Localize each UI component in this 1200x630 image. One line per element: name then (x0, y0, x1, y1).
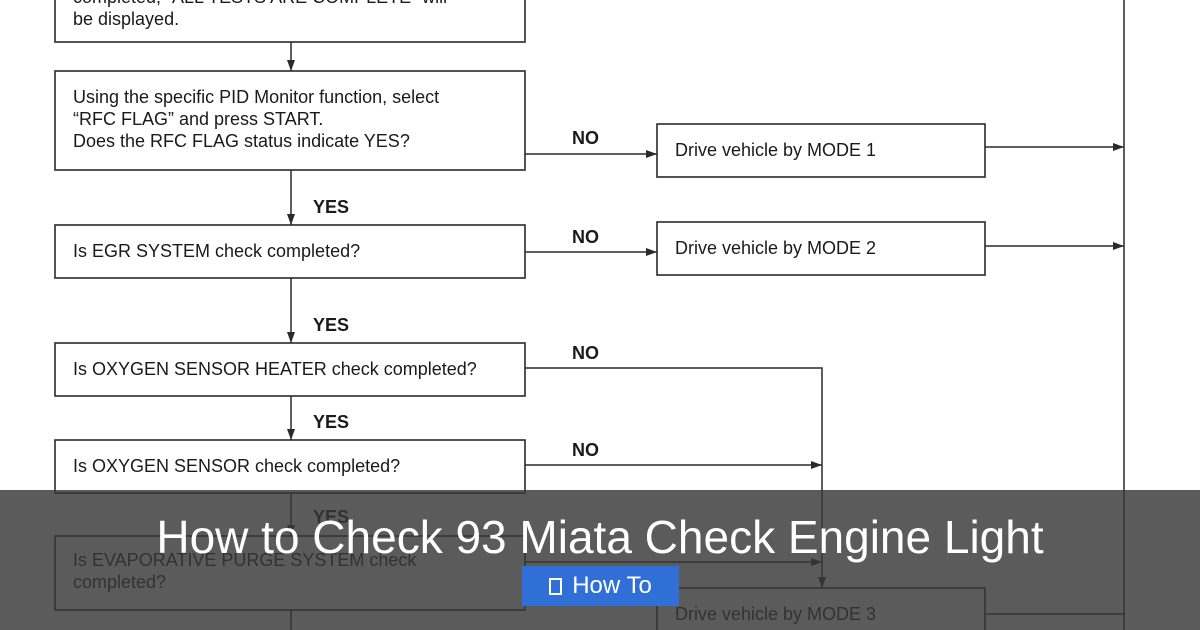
arrowhead-4 (287, 429, 295, 440)
box-rfc-flag-text-line-1: Using the specific PID Monitor function,… (73, 87, 439, 107)
box-mode1-text-line-1: Drive vehicle by MODE 1 (675, 140, 876, 160)
arrowhead-3 (287, 332, 295, 343)
box-mode2 (656, 221, 986, 276)
page-title: How to Check 93 Miata Check Engine Light (156, 511, 1044, 563)
box-egr-text-line-1: Is EGR SYSTEM check completed? (73, 241, 360, 261)
arrowhead-11 (1113, 242, 1124, 250)
arrowhead-2 (287, 214, 295, 225)
box-top (54, 0, 526, 43)
arrowhead-7 (646, 248, 657, 256)
category-label: How To (572, 572, 652, 599)
arrowhead-6 (646, 150, 657, 158)
box-o2-heater-text-line-1: Is OXYGEN SENSOR HEATER check completed? (73, 359, 477, 379)
arrowhead-10 (1113, 143, 1124, 151)
label-no-6: NO (572, 227, 599, 247)
box-top-text-line-2: be displayed. (73, 9, 179, 29)
box-o2-sensor-text-line-1: Is OXYGEN SENSOR check completed? (73, 456, 400, 476)
label-yes-3: YES (313, 412, 349, 432)
box-rfc-flag (54, 70, 526, 171)
document-icon (549, 577, 563, 595)
label-yes-2: YES (313, 315, 349, 335)
arrowhead-1 (287, 60, 295, 71)
box-mode1 (656, 123, 986, 178)
category-badge[interactable]: How To (522, 566, 679, 606)
label-no-8: NO (572, 440, 599, 460)
label-no-7: NO (572, 343, 599, 363)
label-yes-1: YES (313, 197, 349, 217)
label-no-5: NO (572, 128, 599, 148)
box-o2-sensor (54, 439, 526, 494)
box-rfc-flag-text-line-2: “RFC FLAG” and press START. (73, 109, 323, 129)
title-overlay (0, 490, 1200, 630)
box-top-text-line-1: completed, “ALL TESTS ARE COMPLETE” will (73, 0, 447, 7)
box-rfc-flag-text-line-3: Does the RFC FLAG status indicate YES? (73, 131, 410, 151)
arrowhead-8 (811, 461, 822, 469)
box-o2-heater (54, 342, 526, 397)
box-mode2-text-line-1: Drive vehicle by MODE 2 (675, 238, 876, 258)
box-egr (54, 224, 526, 279)
